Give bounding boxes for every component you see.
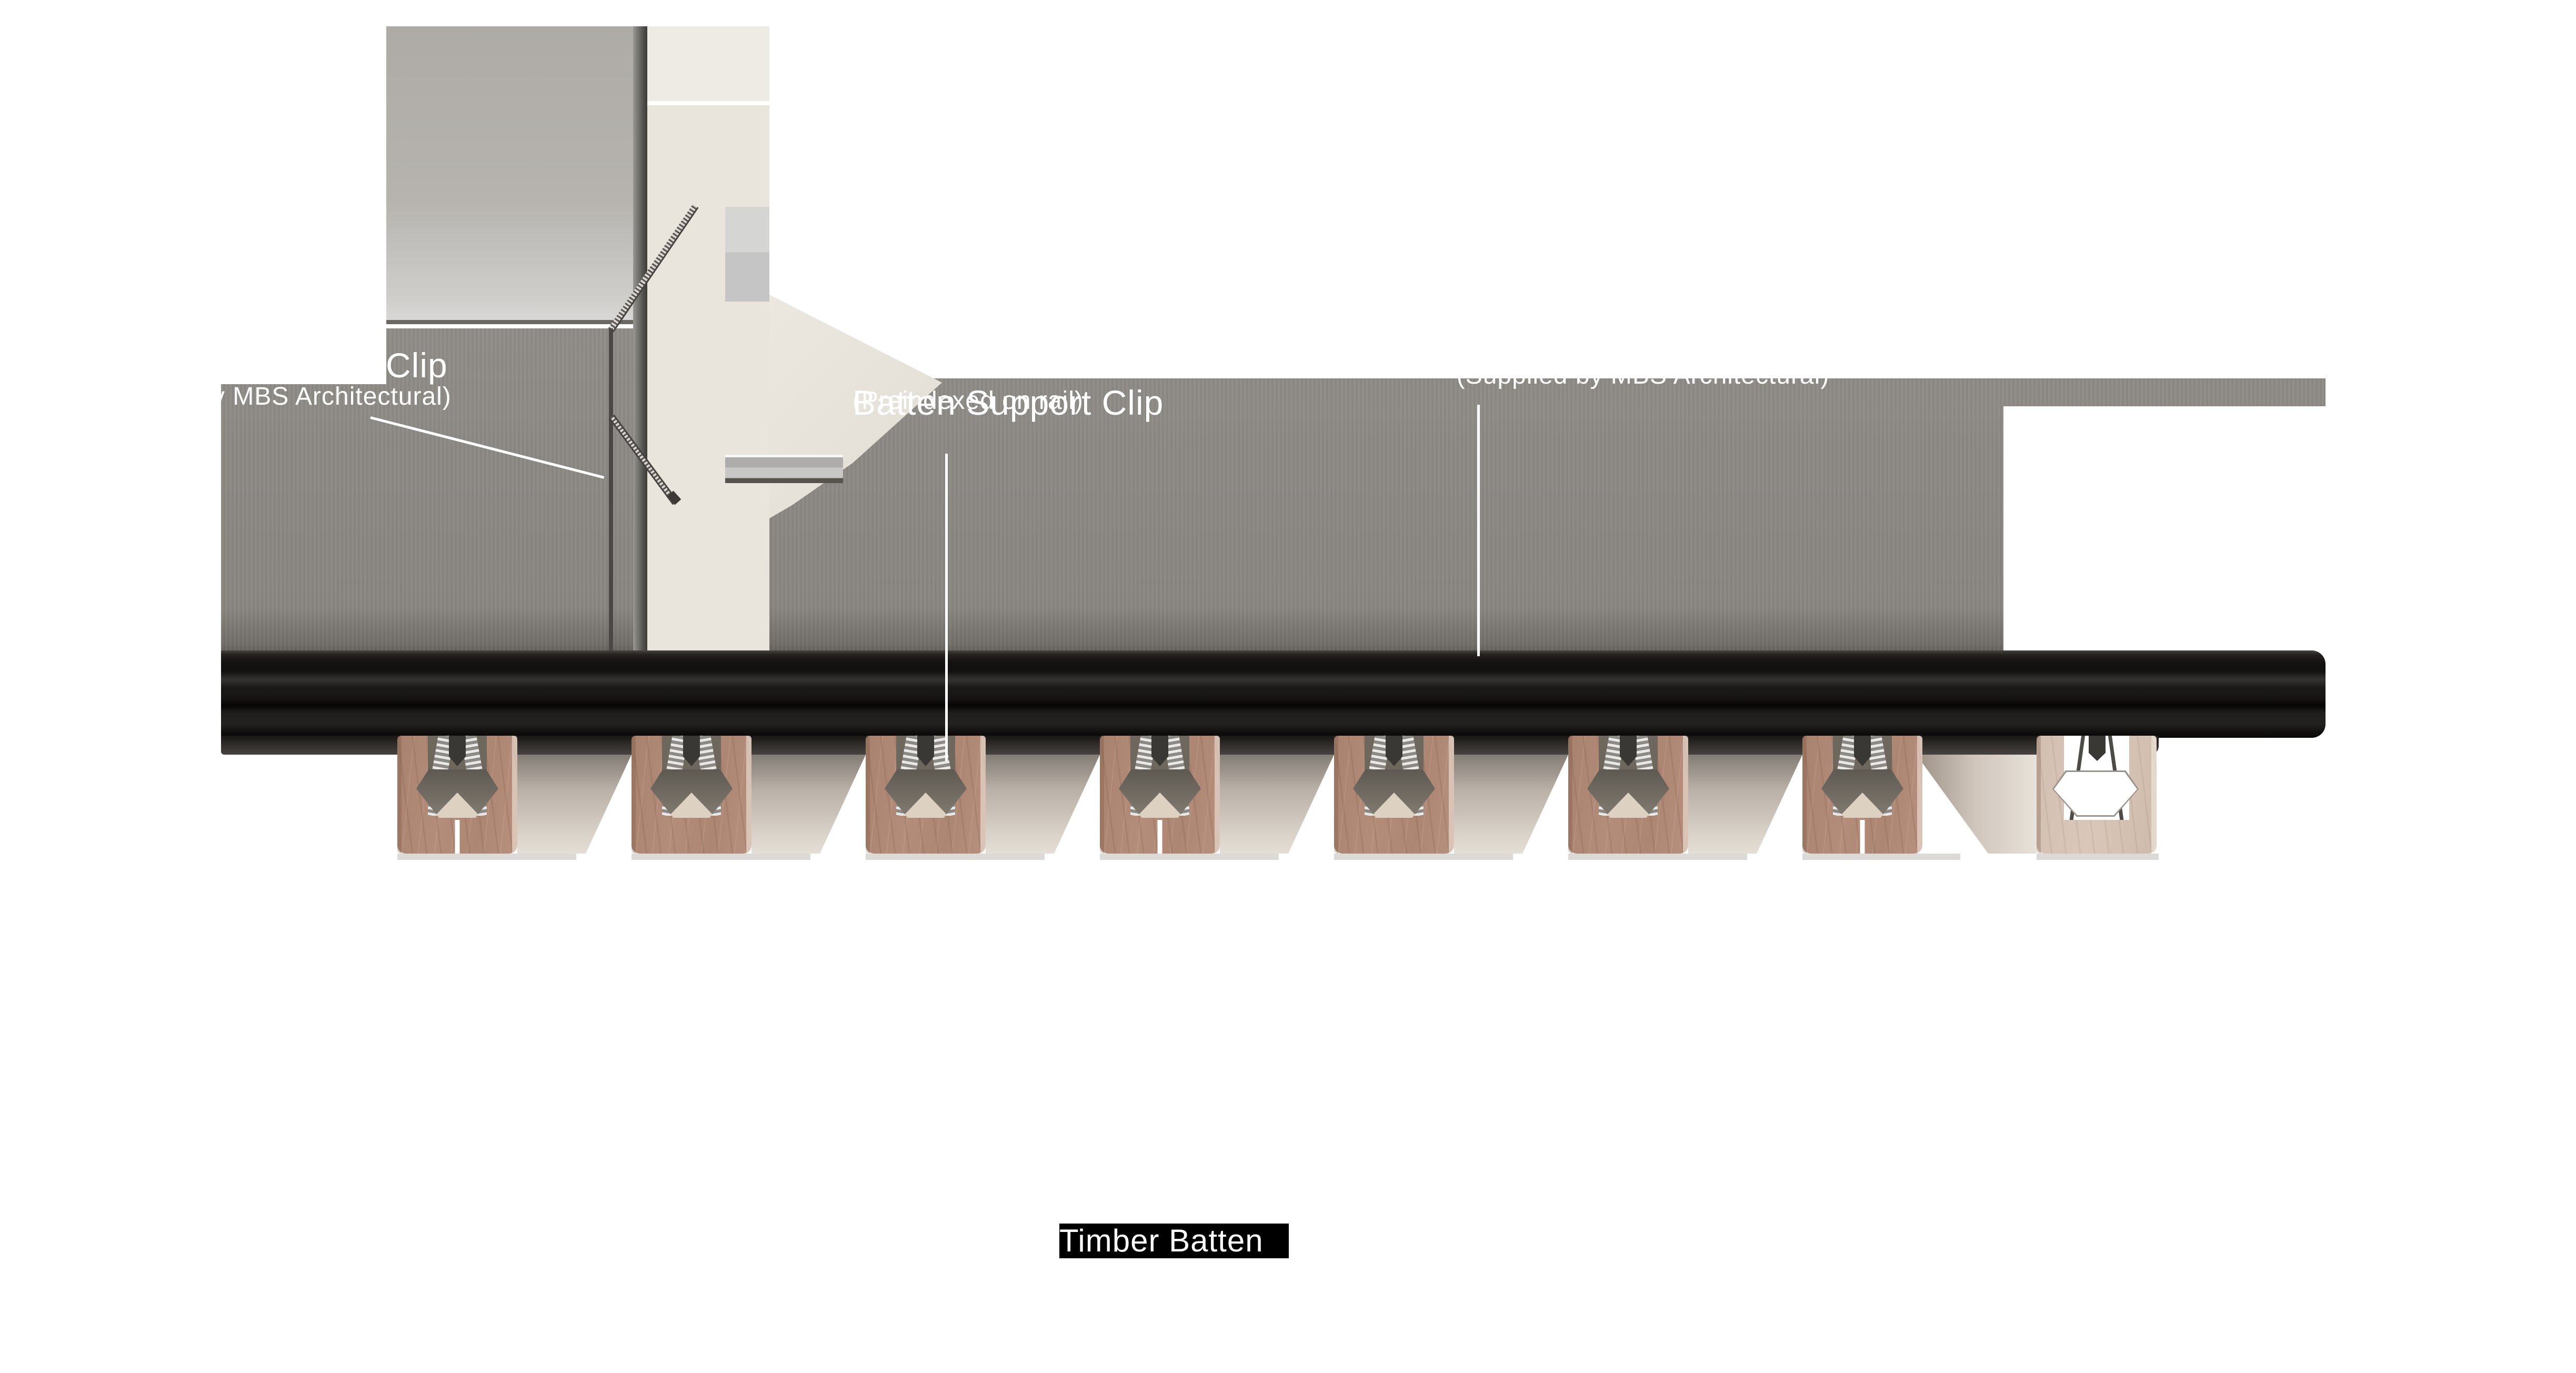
soffit-shade-band xyxy=(725,207,769,302)
label-batten-support-clip-title: Batten Support Clip xyxy=(853,383,1164,422)
label-suspension-clip-fragment: Clip xyxy=(386,346,448,385)
batten-pocket-base xyxy=(433,793,482,818)
batten-drop-shadow xyxy=(866,854,1045,860)
batten-edge-shade xyxy=(866,736,870,854)
batten-edge-shade xyxy=(632,736,636,854)
batten-drop-shadow xyxy=(2037,854,2159,860)
batten-gap-shadow xyxy=(751,755,866,854)
batten-gap-shadow xyxy=(1922,755,2037,854)
timber-batten xyxy=(1100,736,1220,854)
label-timber-batten-box: Timber Batten xyxy=(1059,1224,1289,1258)
batten-gap-shadow xyxy=(986,755,1100,854)
batten-edge-highlight xyxy=(2151,736,2157,854)
suspension-clip-wire xyxy=(609,328,613,660)
leader-line-batten-support-clip xyxy=(945,454,948,761)
batten-drop-shadow xyxy=(397,854,576,860)
batten-edge-shade xyxy=(1568,736,1572,854)
timber-batten xyxy=(866,736,986,854)
label-suspension-clip-subtitle-fragment: y MBS Architectural) xyxy=(212,383,452,410)
soffit-trim-edge xyxy=(725,455,843,483)
batten-edge-shade xyxy=(1334,736,1338,854)
timber-batten xyxy=(1802,736,1922,854)
batten-pocket-base xyxy=(1136,793,1184,818)
leader-line-supplied-by xyxy=(1477,405,1480,656)
batten-edge-highlight xyxy=(512,736,517,854)
batten-edge-highlight xyxy=(1917,736,1922,854)
batten-edge-highlight xyxy=(1449,736,1454,854)
label-supplied-by-text: (Supplied by MBS Architectural) xyxy=(1448,376,1838,388)
batten-gap-shadow xyxy=(517,755,632,854)
timber-batten xyxy=(1334,736,1454,854)
batten-drop-shadow xyxy=(632,854,810,860)
soffit-panel-left xyxy=(386,26,633,324)
batten-drop-shadow xyxy=(1802,854,1960,860)
label-supplied-by-clipped: (Supplied by MBS Architectural) xyxy=(1448,376,1838,392)
label-batten-support-clip-subtitle: (Preindexed on rail) xyxy=(853,387,1084,415)
batten-edge-shade xyxy=(397,736,402,854)
timber-batten xyxy=(2037,736,2157,854)
batten-pocket-base xyxy=(901,793,950,818)
label-timber-batten-text: Timber Batten xyxy=(1059,1223,1264,1258)
soffit-panel-top-shade xyxy=(647,26,769,101)
timber-batten xyxy=(632,736,751,854)
batten-edge-highlight xyxy=(980,736,986,854)
batten-gap-shadow xyxy=(1454,755,1568,854)
batten-edge-highlight xyxy=(1683,736,1688,854)
batten-pocket-base xyxy=(1604,793,1652,818)
batten-gap-shadow xyxy=(1220,755,1334,854)
soffit-panel-beige xyxy=(647,26,769,650)
timber-batten xyxy=(1568,736,1688,854)
soffit-edge-highlight xyxy=(647,101,769,105)
suspension-rod xyxy=(633,26,647,660)
batten-edge-highlight xyxy=(746,736,751,854)
batten-drop-shadow xyxy=(1334,854,1513,860)
timber-rail xyxy=(221,650,2326,738)
batten-gap-shadow xyxy=(1688,755,1802,854)
batten-edge-highlight xyxy=(1215,736,1220,854)
batten-pocket-base xyxy=(1370,793,1418,818)
batten-drop-shadow xyxy=(1568,854,1747,860)
batten-pocket-base xyxy=(1838,793,1887,818)
batten-edge-shade xyxy=(1802,736,1807,854)
batten-drop-shadow xyxy=(1100,854,1279,860)
backdrop-wall xyxy=(221,328,2326,660)
timber-batten xyxy=(397,736,517,854)
batten-saw-kerf xyxy=(1860,820,1865,854)
batten-saw-kerf xyxy=(1157,820,1162,854)
batten-edge-shade xyxy=(2037,736,2041,854)
batten-edge-shade xyxy=(1100,736,1104,854)
batten-saw-kerf xyxy=(455,820,460,854)
batten-pocket-base xyxy=(667,793,716,818)
